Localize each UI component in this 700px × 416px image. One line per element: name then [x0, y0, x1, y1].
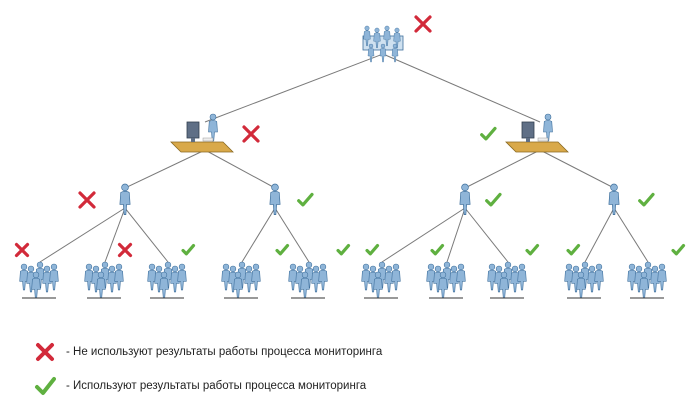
lead-status-mark — [638, 192, 655, 207]
connector-line — [204, 53, 384, 123]
connector-line — [124, 149, 206, 189]
person-at-desk-icon — [170, 113, 234, 153]
connector-line — [104, 207, 126, 263]
connector-line — [124, 207, 169, 263]
group-of-people-icon — [288, 261, 328, 299]
lead-status-mark — [485, 192, 502, 207]
legend-not-used-text: - Не используют результаты работы процес… — [66, 346, 383, 358]
manager-status-mark — [242, 125, 260, 143]
person-icon — [608, 183, 620, 215]
group-status-mark — [181, 244, 196, 256]
group-status-mark — [365, 244, 380, 256]
green-check-icon — [35, 377, 56, 395]
group-status-mark — [336, 244, 351, 256]
group-status-mark — [671, 244, 686, 256]
connector-line — [446, 207, 466, 263]
connector-line — [204, 149, 276, 189]
connector-line — [584, 207, 615, 263]
legend-not-used: - Не используют результаты работы процес… — [34, 341, 382, 363]
group-of-people-icon — [487, 261, 527, 299]
person-icon — [269, 183, 281, 215]
group-of-people-icon — [84, 261, 124, 299]
group-status-mark — [14, 242, 30, 258]
legend-used-text: - Используют результаты работы процесса … — [66, 380, 367, 392]
group-status-mark — [566, 244, 581, 256]
group-of-people-icon — [564, 261, 604, 299]
person-at-desk-icon — [505, 113, 569, 153]
group-status-mark — [275, 244, 290, 256]
connector-lines — [39, 53, 649, 263]
legend-used: - Используют результаты работы процесса … — [34, 375, 366, 397]
person-icon — [119, 183, 131, 215]
group-status-mark — [117, 242, 133, 258]
person-icon — [459, 183, 471, 215]
red-cross-icon — [36, 343, 54, 361]
connector-line — [274, 207, 310, 263]
group-status-mark — [430, 244, 445, 256]
group-of-people-icon — [19, 261, 59, 299]
tree-nodes — [19, 25, 667, 299]
connector-line — [241, 207, 276, 263]
connector-line — [39, 207, 126, 263]
status-marks — [14, 15, 686, 258]
manager-status-mark — [480, 126, 497, 141]
lead-status-mark — [297, 192, 314, 207]
lead-status-mark — [78, 191, 96, 209]
group-of-people-icon — [426, 261, 466, 299]
team-meeting-icon — [362, 25, 404, 63]
root-status-mark — [414, 15, 432, 33]
connector-line — [382, 53, 541, 123]
connector-line — [381, 207, 466, 263]
group-of-people-icon — [361, 261, 401, 299]
connector-line — [539, 149, 615, 189]
connector-line — [613, 207, 649, 263]
group-of-people-icon — [221, 261, 261, 299]
group-of-people-icon — [147, 261, 187, 299]
group-status-mark — [525, 244, 540, 256]
connector-line — [464, 207, 509, 263]
group-of-people-icon — [627, 261, 667, 299]
connector-line — [464, 149, 541, 189]
